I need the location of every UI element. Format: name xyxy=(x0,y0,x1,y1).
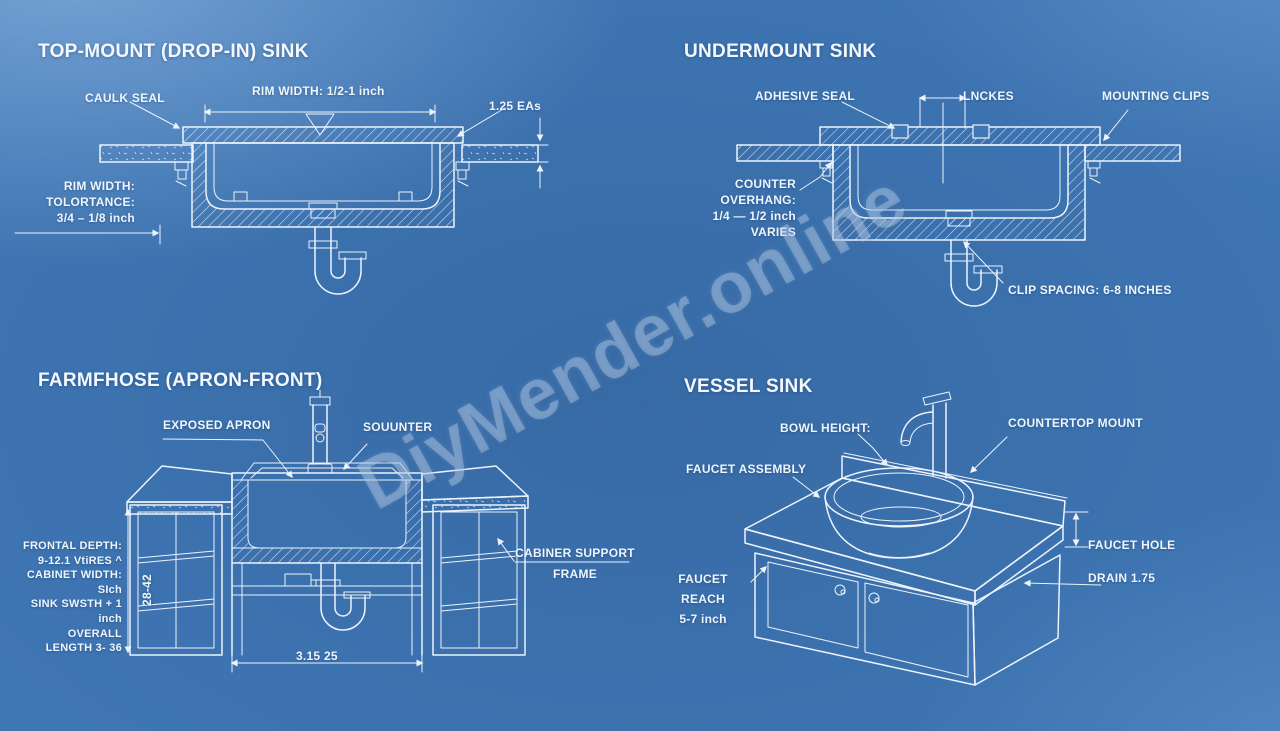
rim-tolerance-line2: TOLORTANCE: xyxy=(46,195,135,209)
counter-overhang-label: COUNTER OVERHANG: 1/4 — 1/2 inch VARIES xyxy=(670,176,796,240)
clip-spacing-label: CLIP SPACING: 6-8 INCHES xyxy=(1008,283,1172,297)
mounting-clips-label: MOUNTING CLIPS xyxy=(1102,89,1210,103)
edge-note-label: 1.25 EAs xyxy=(489,99,542,113)
adhesive-seal-label: ADHESIVE SEAL xyxy=(755,89,855,103)
cabinet-support-line2: FRAME xyxy=(553,567,597,581)
frontal-depth-value: 9-12.1 VtiRES ^ xyxy=(37,554,122,567)
counter-note-label: SOUUNTER xyxy=(363,420,433,434)
top-mount-sink-drawing xyxy=(14,101,549,295)
caulk-seal-label: CAULK SEAL xyxy=(85,91,165,105)
rim-tolerance-line3: 3/4 – 1/8 inch xyxy=(56,211,135,225)
sink-width-line: SINK SWSTH + 1 inch xyxy=(30,598,122,625)
vessel-sink-drawing xyxy=(744,391,1102,686)
cabinet-height-dimension: 28-42 xyxy=(140,574,154,606)
rim-tolerance-label: RIM WIDTH: TOLORTANCE: 3/4 – 1/8 inch xyxy=(30,178,135,226)
inches-note-label: LNCKES xyxy=(963,89,1014,103)
rim-tolerance-line1: RIM WIDTH: xyxy=(63,179,135,193)
frontal-depth-line: FRONTAL DEPTH: xyxy=(22,540,122,552)
faucet-reach-label: FAUCET REACH 5-7 inch xyxy=(659,569,747,629)
section-title-undermount: UNDERMOUNT SINK xyxy=(684,41,877,62)
drain-label: DRAIN 1.75 xyxy=(1088,571,1156,585)
bowl-height-label: BOWL HEIGHT: xyxy=(780,421,871,435)
counter-overhang-line2: 1/4 — 1/2 inch xyxy=(712,209,796,223)
section-title-farmhouse: FARMFHOSE (APRON-FRONT) xyxy=(38,370,323,391)
faucet-reach-line1: FAUCET REACH xyxy=(678,572,728,606)
cabinet-width-line: CABINET WIDTH: SIch xyxy=(26,569,122,596)
overall-length-line: OVERALL LENGTH 3- 36 xyxy=(45,627,122,655)
section-title-vessel: VESSEL SINK xyxy=(684,376,813,397)
faucet-assembly-label: FAUCET ASSEMBLY xyxy=(686,462,807,476)
counter-overhang-line3: VARIES xyxy=(750,225,796,239)
rim-width-label: RIM WIDTH: 1/2-1 inch xyxy=(252,84,385,98)
counter-overhang-line1: COUNTER OVERHANG: xyxy=(720,177,796,207)
cabinet-support-line1: CABINER SUPPORT xyxy=(515,546,635,560)
farmhouse-sink-drawing xyxy=(124,389,630,673)
countertop-mount-label: COUNTERTOP MOUNT xyxy=(1008,416,1143,430)
farmhouse-specs-label: FRONTAL DEPTH: 9-12.1 VtiRES ^ CABINET W… xyxy=(22,539,122,656)
section-title-top-mount: TOP-MOUNT (DROP-IN) SINK xyxy=(38,41,309,62)
undermount-sink-drawing xyxy=(736,94,1181,307)
sink-width-dimension: 3.15 25 xyxy=(296,649,338,663)
exposed-apron-label: EXPOSED APRON xyxy=(163,418,271,432)
faucet-reach-line2: 5-7 inch xyxy=(679,612,727,626)
cabinet-support-frame-label: CABINER SUPPORT FRAME xyxy=(514,543,636,585)
faucet-hole-label: FAUCET HOLE xyxy=(1088,538,1176,552)
